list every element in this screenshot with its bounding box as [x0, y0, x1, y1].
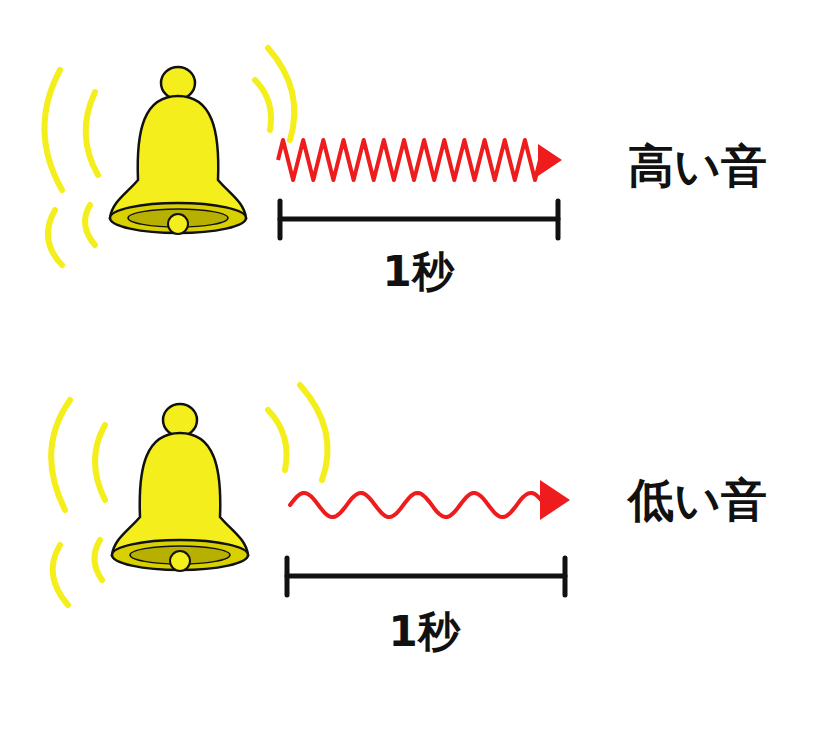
bell: [112, 404, 248, 571]
time-bracket: [280, 201, 558, 238]
pitch-label: 低い音: [628, 477, 767, 523]
arrowhead: [538, 144, 562, 176]
duration-label: 1秒: [388, 611, 459, 653]
low-frequency-wave: [290, 493, 545, 517]
arrowhead: [540, 480, 570, 520]
time-bracket: [287, 558, 565, 595]
duration-label: 1秒: [382, 251, 453, 293]
sound-arcs: [51, 385, 327, 605]
pitch-label: 高い音: [628, 143, 767, 189]
bell: [110, 67, 246, 234]
high-frequency-wave: [278, 140, 540, 180]
sound-arcs: [44, 48, 294, 265]
